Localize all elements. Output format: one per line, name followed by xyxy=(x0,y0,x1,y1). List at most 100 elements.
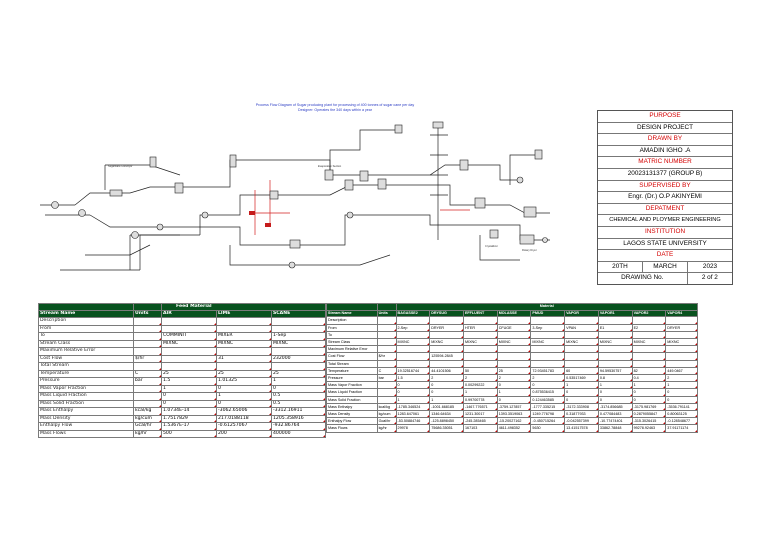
unit-label-4: Rotary Dryer xyxy=(522,249,537,252)
units-cell xyxy=(133,399,162,408)
value-cell: 0.31877933 xyxy=(564,410,599,419)
units-cell xyxy=(376,330,397,340)
drawn-by-value: AMADIN IGHO .A xyxy=(598,146,732,158)
value-cell xyxy=(161,324,217,333)
value-cell xyxy=(665,330,698,340)
value-cell: -0.128548677 xyxy=(665,417,698,426)
material-col-header: VAPOR2 xyxy=(631,309,667,318)
institution-value: LAGOS STATE UNIVERSITY xyxy=(598,239,732,251)
value-cell: 0 xyxy=(429,381,464,390)
value-cell xyxy=(270,362,327,371)
value-cell: -0.042557399 xyxy=(564,417,599,426)
value-cell: -932.86764 xyxy=(270,422,327,431)
value-cell: -0.450715264 xyxy=(530,417,566,426)
row-label: Mass Density xyxy=(326,410,378,419)
row-label: Total Stream xyxy=(38,362,134,371)
units-cell xyxy=(376,338,397,347)
value-cell: -1777.335215 xyxy=(530,402,566,412)
value-cell: 1.7517829 xyxy=(161,414,217,423)
value-cell: 167103 xyxy=(462,424,498,433)
value-cell xyxy=(161,362,217,371)
value-cell: 1 xyxy=(496,388,532,397)
value-cell xyxy=(631,359,667,368)
value-cell xyxy=(597,330,633,340)
material-col-header: BAGASSE2 xyxy=(395,309,431,318)
value-cell: 500 xyxy=(161,429,217,438)
material-col-header: VAPOR xyxy=(564,309,599,318)
feed-col-header: SCANE xyxy=(270,310,327,318)
value-cell: MIXNC xyxy=(216,339,272,348)
value-cell: 1.01325 xyxy=(216,377,272,386)
value-cell: 0 xyxy=(665,388,698,397)
value-cell: MIXNC xyxy=(631,338,667,347)
value-cell: CFUGE xyxy=(496,323,532,332)
value-cell: 0.5 xyxy=(270,399,327,408)
value-cell xyxy=(530,345,566,354)
row-label: Description xyxy=(38,317,134,326)
value-cell: 4611.498352 xyxy=(496,424,532,433)
value-cell: -245.285465 xyxy=(462,417,498,426)
row-label: Temperature xyxy=(38,369,134,378)
value-cell: 0 xyxy=(270,384,327,393)
value-cell: -1001.668185 xyxy=(429,402,464,412)
value-cell: 1 xyxy=(395,395,431,404)
value-cell: -3312.16911 xyxy=(270,407,327,416)
material-column-header-row: Stream Name Units BAGASSE2 DRYSUG EFFLUE… xyxy=(326,309,698,318)
row-label: Total Stream xyxy=(326,359,378,368)
units-cell: Gcal/hr xyxy=(133,422,162,431)
value-cell: E1 xyxy=(597,323,633,332)
value-cell: 1.5 xyxy=(395,374,431,383)
value-cell xyxy=(564,359,599,368)
value-cell: 1 xyxy=(631,381,667,390)
value-cell: 232000 xyxy=(270,354,327,363)
value-cell: 3-Sep xyxy=(530,323,566,332)
feed-col-header: LIME xyxy=(216,310,272,318)
value-cell xyxy=(161,354,217,363)
value-cell: 1283.647061 xyxy=(395,410,431,419)
value-cell: 0 xyxy=(530,381,566,390)
value-cell xyxy=(395,316,431,325)
value-cell: MIXNC xyxy=(161,339,217,348)
value-cell: COMMINIT xyxy=(161,332,217,341)
matric-header: MATRIC NUMBER xyxy=(598,157,732,169)
material-table-row: Total Stream xyxy=(326,359,698,368)
date-row: 20TH MARCH 2023 xyxy=(598,261,732,274)
value-cell: MIXNC xyxy=(462,338,498,347)
flowsheet-title: Process Flow Diagram of Sugar producing … xyxy=(255,103,415,107)
value-cell: -3062.65006 xyxy=(216,407,272,416)
value-cell xyxy=(462,345,498,354)
department-value: CHEMICAL AND PLOYMER ENGINEERING xyxy=(598,215,732,227)
units-cell xyxy=(376,316,397,325)
value-cell xyxy=(631,316,667,325)
value-cell xyxy=(462,352,498,361)
value-cell xyxy=(216,362,272,371)
value-cell xyxy=(597,359,633,368)
value-cell xyxy=(530,359,566,368)
row-label: From xyxy=(38,324,134,333)
unit-label-3: Crystallizer xyxy=(485,245,498,248)
value-cell xyxy=(665,352,698,361)
drawing-number-value: 2 of 2 xyxy=(701,274,718,282)
material-col-header: DRYSUG xyxy=(429,309,464,318)
value-cell: 1.5367E-17 xyxy=(161,422,217,431)
material-col-header: EFFLUENT xyxy=(462,309,498,318)
value-cell: 72.93451783 xyxy=(530,366,566,376)
units-cell xyxy=(133,362,162,371)
value-cell: 1 xyxy=(161,384,217,393)
value-cell xyxy=(597,352,633,361)
value-cell: 25 xyxy=(216,369,272,378)
value-cell: 0 xyxy=(631,388,667,397)
units-cell: kg/hr xyxy=(376,424,397,433)
value-cell: 25 xyxy=(161,369,217,378)
value-cell: 0.124463585 xyxy=(530,395,566,404)
material-col-header: VAPOR1 xyxy=(597,309,633,318)
value-cell: 0 xyxy=(429,388,464,397)
value-cell xyxy=(665,345,698,354)
value-cell xyxy=(597,345,633,354)
